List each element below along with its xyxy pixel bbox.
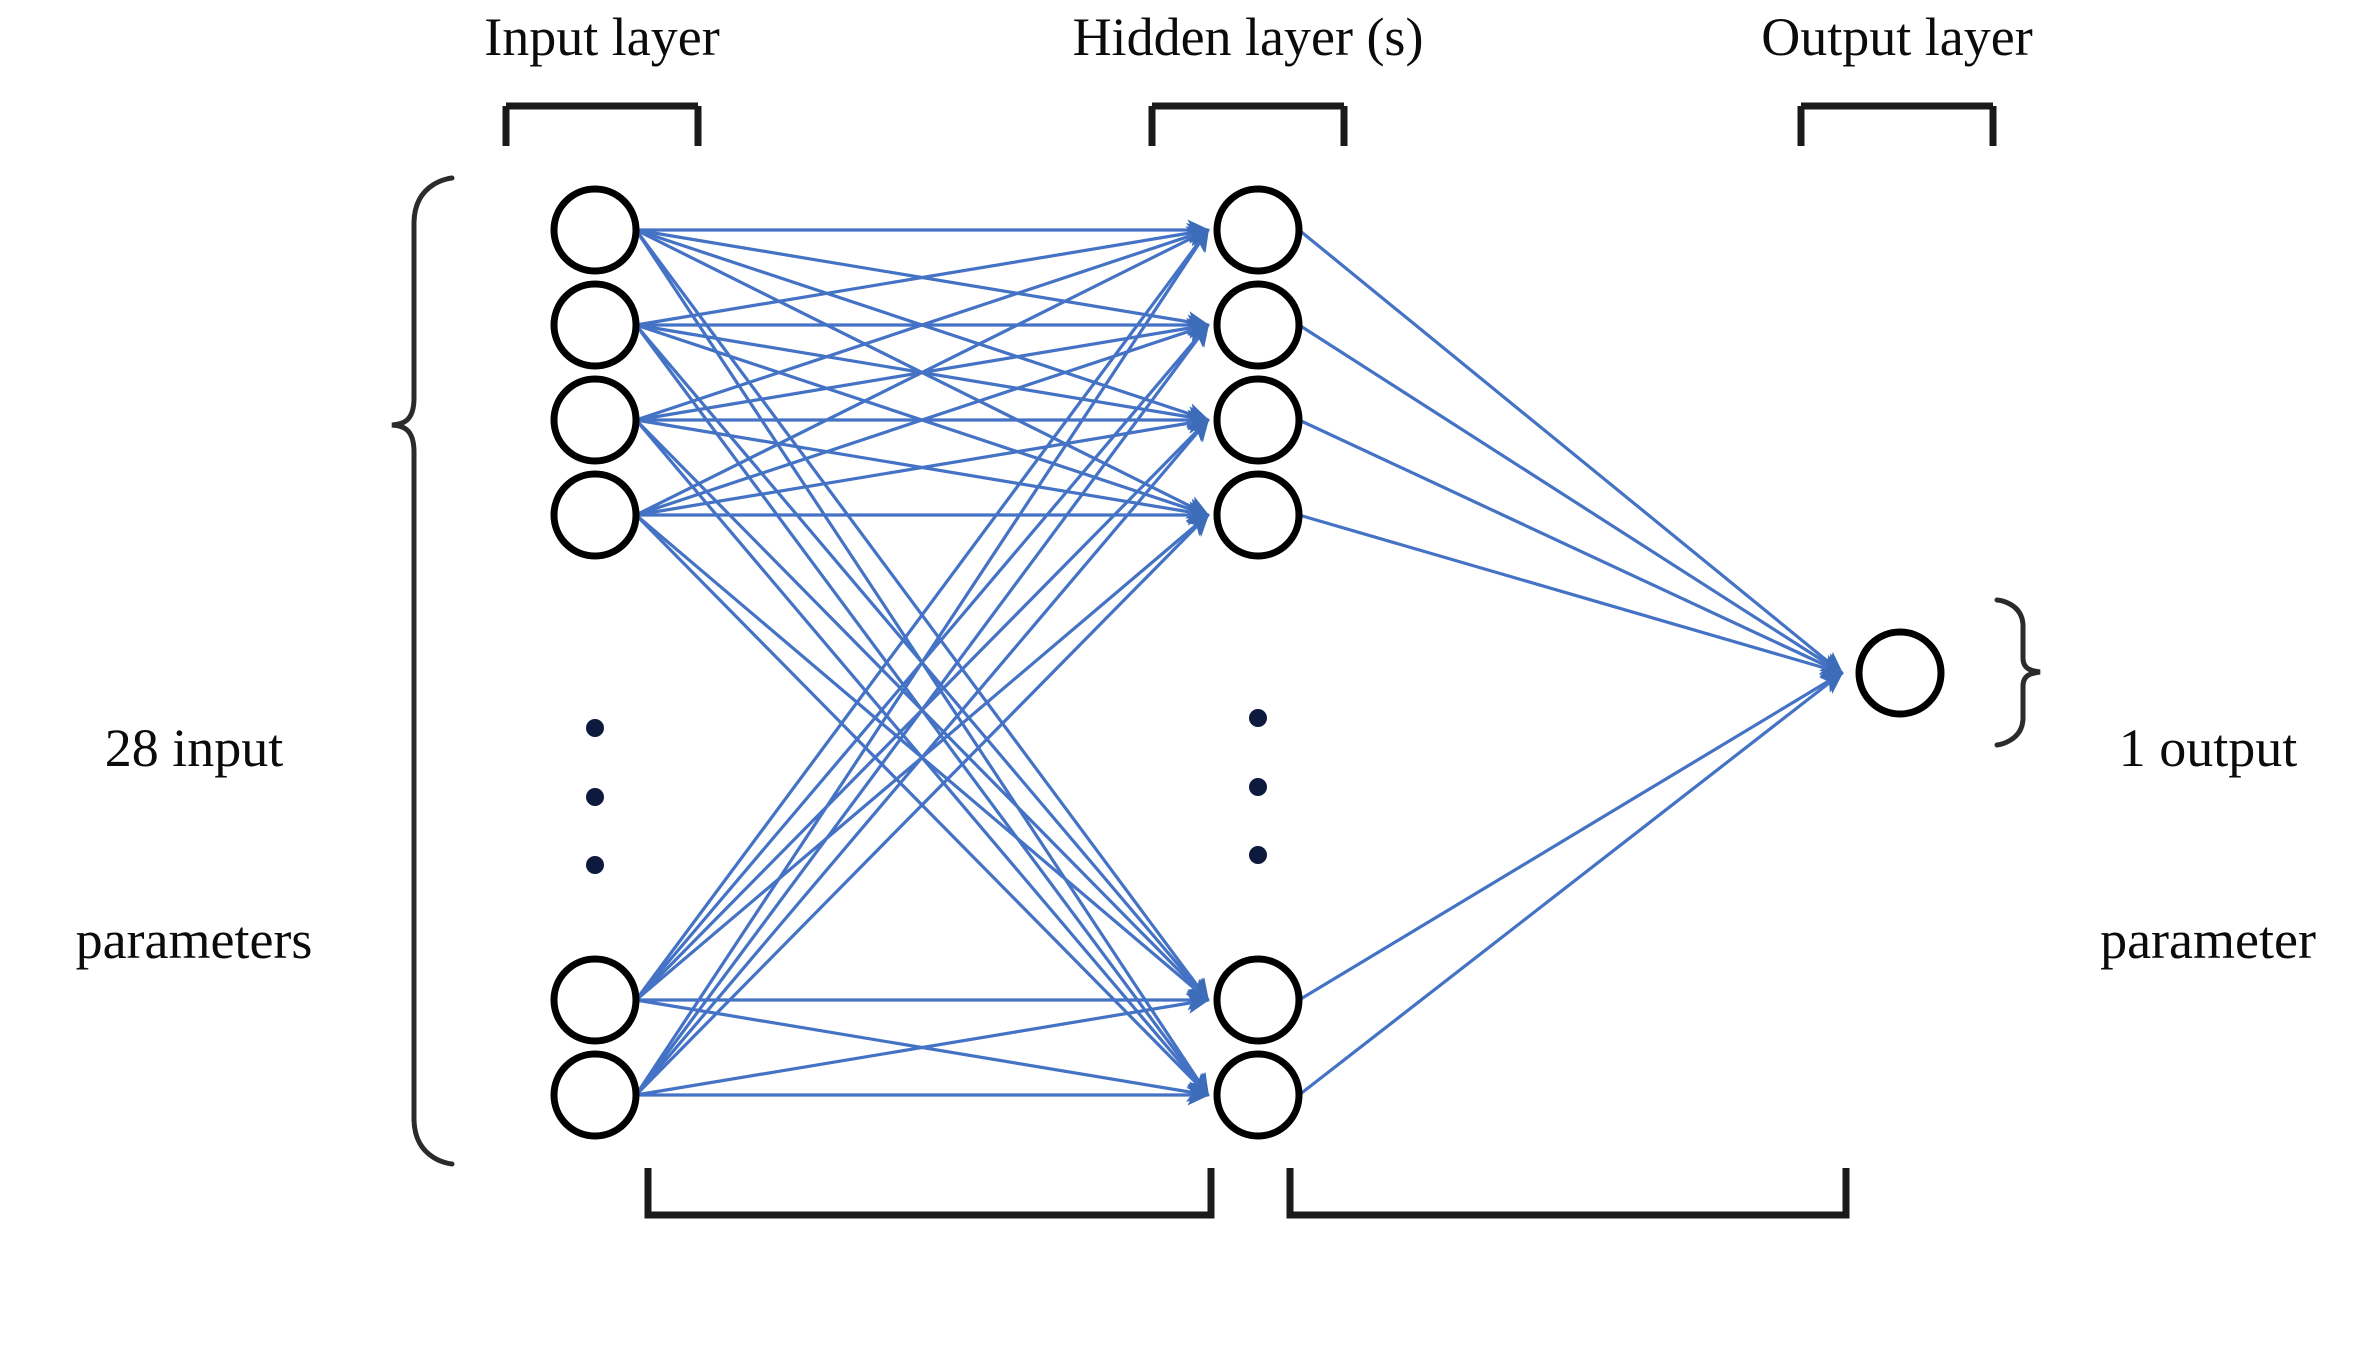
- edge-hidden-3-output: [1298, 418, 1844, 675]
- ellipsis-dot-hidden-2: [1249, 778, 1267, 796]
- ellipsis-dots: [586, 709, 1267, 874]
- node-input-5: [550, 955, 640, 1045]
- title-hidden-layer: Hidden layer (s): [1072, 7, 1424, 67]
- edge-hidden-4-output: [1298, 513, 1844, 678]
- bracket-activation-two: [1286, 1168, 1850, 1219]
- edge-input-4-hidden-1: [635, 228, 1210, 517]
- edge-input-5-hidden-1: [634, 228, 1210, 1001]
- label-activation-function-one: Activation function: [650, 1240, 1210, 1367]
- node-output-1: [1855, 628, 1945, 718]
- edge-hidden-2-output: [1298, 323, 1844, 675]
- brace-output-parameter: [1994, 597, 2041, 748]
- label-activation-function-two: Activation function: [1288, 1240, 1848, 1367]
- label-input-parameters: 28 input parameters: [14, 590, 374, 1100]
- edge-input-6-hidden-3: [634, 418, 1210, 1097]
- edge-hidden-5-output: [1298, 671, 1844, 1002]
- edge-input-3-hidden-1: [635, 226, 1210, 422]
- label-output-parameter-line2: parameter: [2100, 909, 2316, 970]
- edge-input-6-hidden-5: [635, 992, 1210, 1097]
- ellipsis-dot-hidden-1: [1249, 709, 1267, 727]
- node-hidden-2: [1213, 280, 1303, 370]
- bracket-activation-one: [644, 1168, 1215, 1219]
- bracket-output-layer: [1797, 102, 1997, 146]
- node-hidden-6: [1213, 1050, 1303, 1140]
- label-output-parameter-line1: 1 output: [2118, 718, 2298, 779]
- brace-input-parameters: [391, 175, 455, 1167]
- node-hidden-4: [1213, 470, 1303, 560]
- node-hidden-3: [1213, 375, 1303, 465]
- edge-input-2-hidden-1: [635, 222, 1210, 327]
- node-input-1: [550, 185, 640, 275]
- ellipsis-dot-input-2: [586, 788, 604, 806]
- ellipsis-dot-input-1: [586, 719, 604, 737]
- title-input-layer: Input layer: [484, 7, 720, 67]
- node-input-3: [550, 375, 640, 465]
- label-input-parameters-line2: parameters: [75, 909, 313, 970]
- connection-edges: [634, 219, 1844, 1106]
- label-output-parameter: 1 output parameter: [2058, 590, 2357, 1100]
- node-input-6: [550, 1050, 640, 1140]
- edge-input-6-hidden-1: [634, 228, 1210, 1096]
- bracket-hidden-layer: [1148, 102, 1348, 146]
- edge-input-6-hidden-4: [634, 513, 1210, 1097]
- node-hidden-1: [1213, 185, 1303, 275]
- bracket-input-layer: [502, 102, 702, 146]
- edge-hidden-6-output: [1298, 671, 1844, 1097]
- edge-hidden-1-output: [1297, 228, 1844, 675]
- node-hidden-5: [1213, 955, 1303, 1045]
- label-activation-two-line1: Activation: [1288, 1363, 1848, 1367]
- node-input-2: [550, 280, 640, 370]
- edge-input-6-hidden-2: [634, 323, 1210, 1096]
- neuron-nodes: [550, 185, 1945, 1140]
- node-input-4: [550, 470, 640, 560]
- ellipsis-dot-hidden-3: [1249, 846, 1267, 864]
- label-input-parameters-line1: 28 input: [104, 718, 284, 779]
- label-activation-one-line1: Activation: [650, 1363, 1210, 1367]
- title-output-layer: Output layer: [1761, 7, 2033, 67]
- ellipsis-dot-input-3: [586, 856, 604, 874]
